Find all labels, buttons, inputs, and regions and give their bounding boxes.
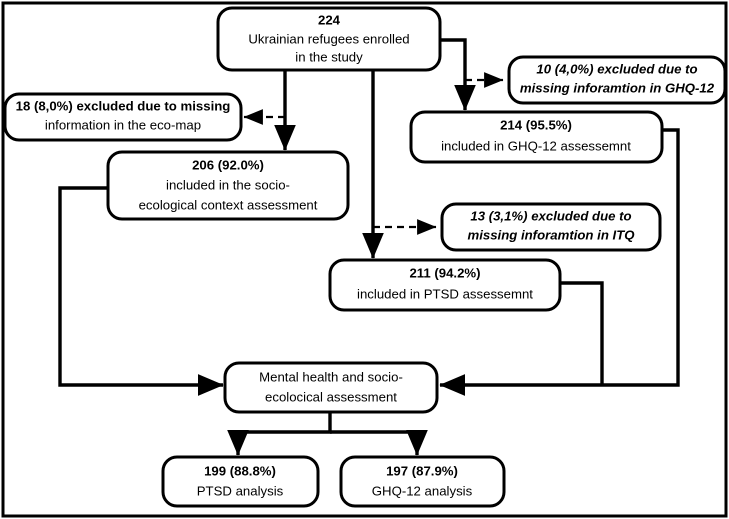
connector-enrolled-to-ghq xyxy=(440,38,476,111)
node-included-ghq-line2: included in GHQ-12 assessemnt xyxy=(441,138,631,153)
node-included-socio-box[interactable] xyxy=(106,150,350,221)
node-included-ptsd-box[interactable] xyxy=(328,258,562,312)
node-ptsd-analysis-line1: 199 (88.8%) xyxy=(204,463,276,478)
node-enrolled[interactable]: 224 Ukrainian refugees enrolled in the s… xyxy=(216,6,442,72)
node-included-ptsd-line2: included in PTSD assessemnt xyxy=(357,286,533,301)
node-excluded-itq[interactable]: 13 (3,1%) excluded due to missing infora… xyxy=(440,202,662,252)
node-excluded-ecomap[interactable]: 18 (8,0%) excluded due to missing inform… xyxy=(3,92,243,142)
node-excluded-ghq-box[interactable] xyxy=(507,55,727,105)
node-excluded-itq-line2: missing inforamtion in ITQ xyxy=(467,227,635,242)
node-excluded-ghq-line1: 10 (4,0%) excluded due to xyxy=(536,61,697,76)
connector-ptsd-to-mental xyxy=(560,281,604,385)
node-included-ghq[interactable]: 214 (95.5%) included in GHQ-12 assessemn… xyxy=(409,110,664,164)
node-included-socio-line2: included in the socio- xyxy=(166,177,290,192)
node-included-socio-line1: 206 (92.0%) xyxy=(192,157,264,172)
node-ghq-analysis[interactable]: 197 (87.9%) GHQ-12 analysis xyxy=(339,455,506,508)
node-enrolled-box[interactable] xyxy=(216,6,442,72)
node-enrolled-line2: Ukrainian refugees enrolled xyxy=(248,31,409,46)
node-ptsd-analysis-line2: PTSD analysis xyxy=(197,483,284,498)
connector-mental-to-ptsd-analysis xyxy=(227,412,332,456)
connector-socio-to-mental xyxy=(58,186,224,396)
node-ghq-analysis-line2: GHQ-12 analysis xyxy=(372,483,473,498)
node-mental-health-line1: Mental health and socio- xyxy=(259,369,403,384)
node-ghq-analysis-line1: 197 (87.9%) xyxy=(386,463,458,478)
node-mental-health[interactable]: Mental health and socio- ecolocical asse… xyxy=(223,361,439,414)
node-included-ptsd[interactable]: 211 (94.2%) included in PTSD assessemnt xyxy=(328,258,562,312)
node-mental-health-line2: ecolocical assessment xyxy=(265,389,397,404)
node-ghq-analysis-box[interactable] xyxy=(339,455,506,508)
node-excluded-ghq-line2: missing inforamtion in GHQ-12 xyxy=(520,80,715,95)
node-ptsd-analysis-box[interactable] xyxy=(161,455,320,508)
node-enrolled-line3: in the study xyxy=(295,49,363,64)
node-mental-health-box[interactable] xyxy=(223,361,439,414)
node-included-ghq-box[interactable] xyxy=(409,110,664,164)
node-included-ptsd-line1: 211 (94.2%) xyxy=(409,265,480,280)
node-excluded-ecomap-box[interactable] xyxy=(3,92,243,142)
node-included-socio-line3: ecological context assessment xyxy=(139,197,318,212)
connector-mental-to-ghq-analysis xyxy=(330,429,428,456)
node-included-socio[interactable]: 206 (92.0%) included in the socio- ecolo… xyxy=(106,150,350,221)
node-ptsd-analysis[interactable]: 199 (88.8%) PTSD analysis xyxy=(161,455,320,508)
node-excluded-itq-line1: 13 (3,1%) excluded due to xyxy=(470,208,631,223)
node-enrolled-line1: 224 xyxy=(318,12,341,27)
node-included-ghq-line1: 214 (95.5%) xyxy=(500,117,572,132)
node-excluded-ecomap-line1: 18 (8,0%) excluded due to missing xyxy=(16,98,231,113)
node-excluded-ghq[interactable]: 10 (4,0%) excluded due to missing infora… xyxy=(507,55,727,105)
node-excluded-itq-box[interactable] xyxy=(440,202,662,252)
connector-ghq-to-mental xyxy=(439,128,680,396)
node-excluded-ecomap-line2: information in the eco-map xyxy=(45,117,201,132)
